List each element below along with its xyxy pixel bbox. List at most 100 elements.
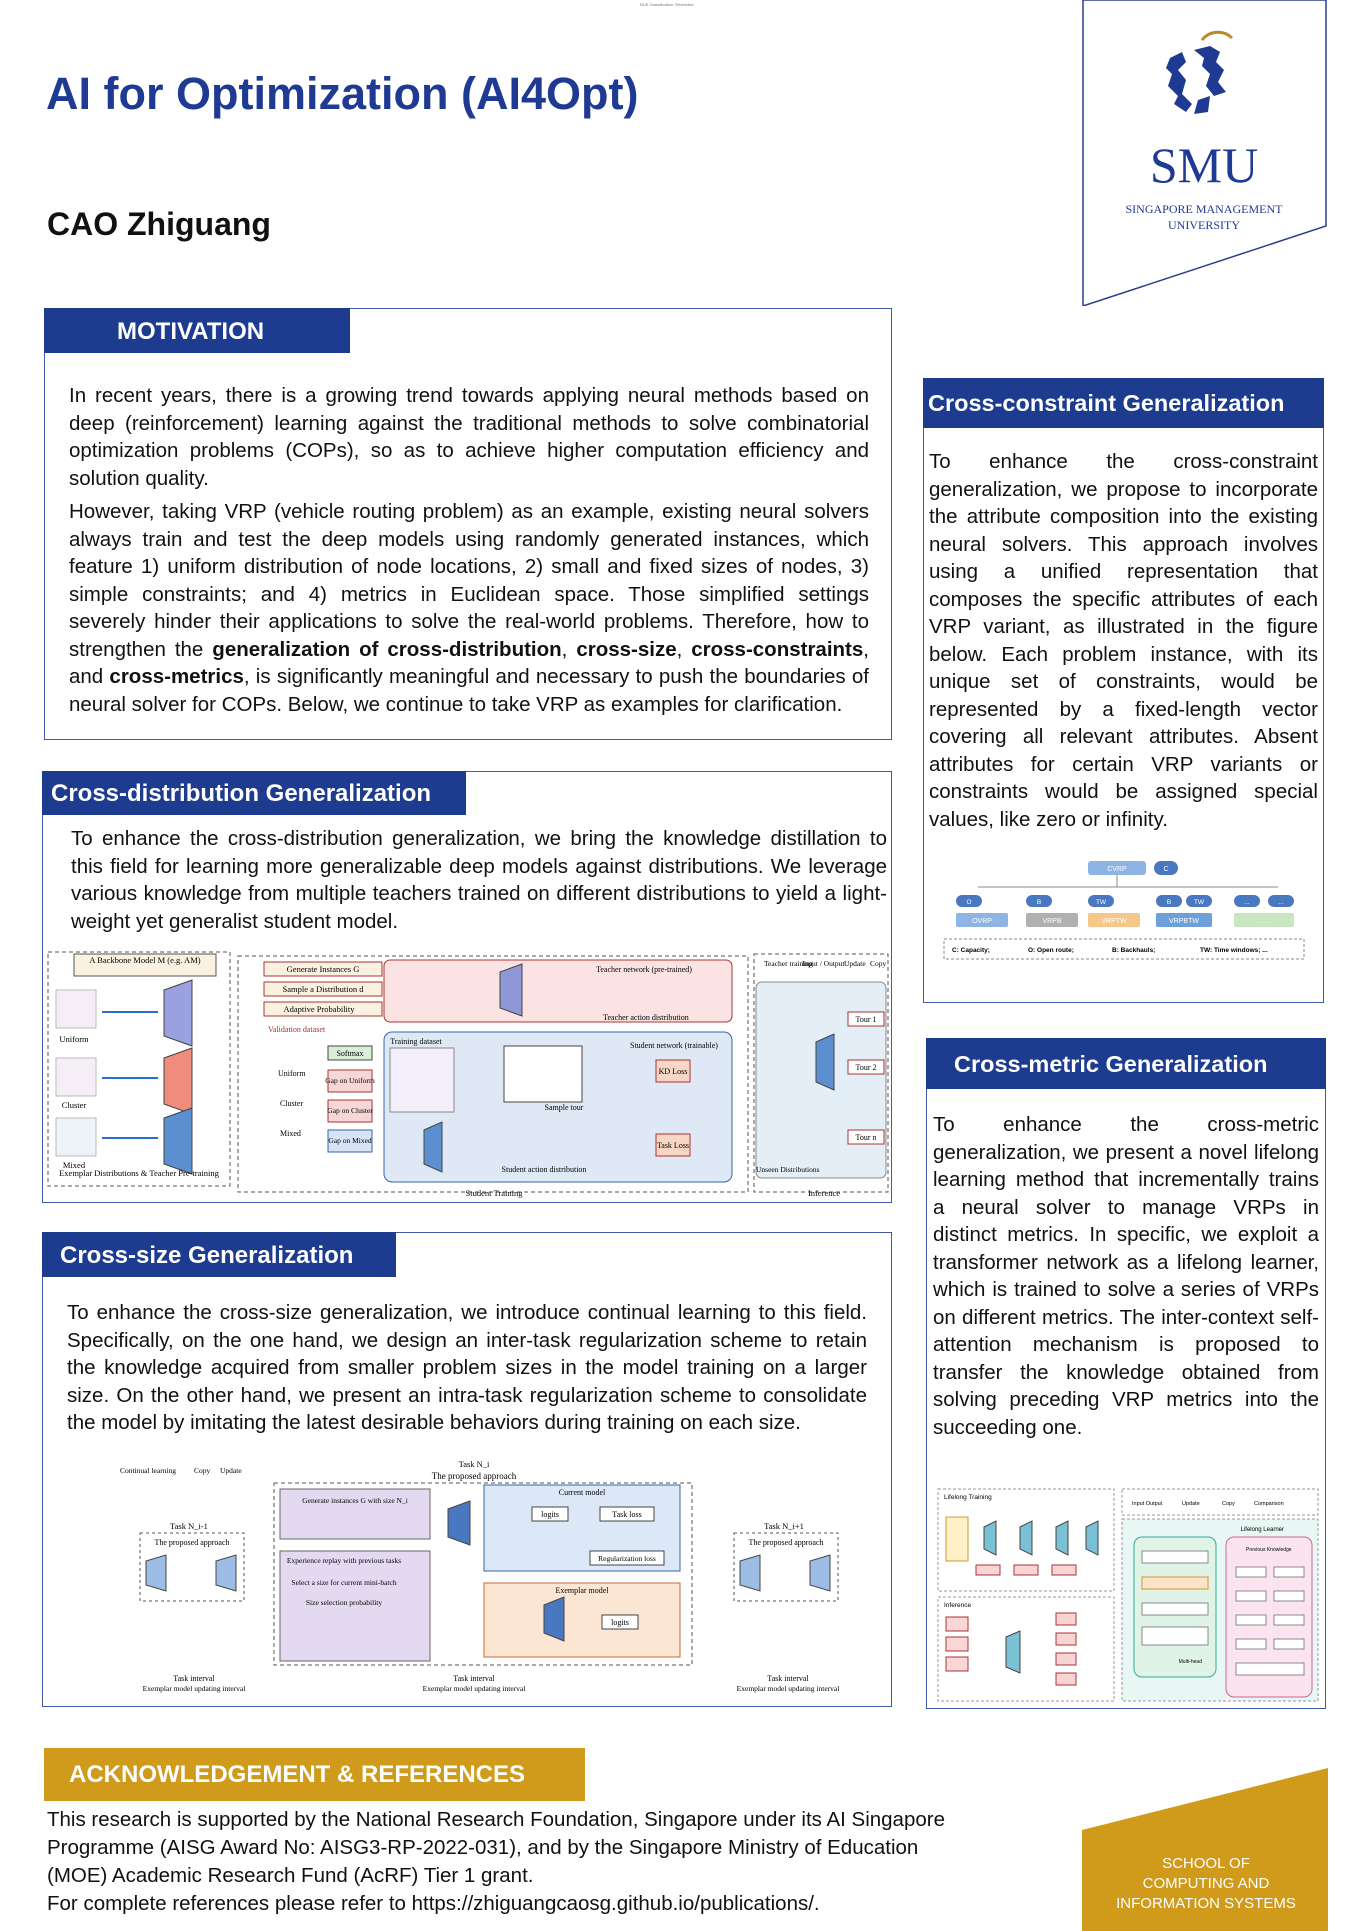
motivation-paragraph-2: However, taking VRP (vehicle routing pro… [69,500,869,716]
multi-head-label: Multi-head [1179,1659,1203,1665]
panel-lifelong-training: Lifelong Training [944,1494,992,1501]
left-row-uniform: Uniform [59,1034,89,1044]
cross-distribution-heading: Cross-distribution Generalization [42,771,466,815]
interval-left: Task interval [173,1674,215,1683]
cross-metric-section: Cross-metric Generalization To enhance t… [926,1038,1326,1709]
legend-teacher: Teacher training [764,959,813,968]
gen-instances: Generate instances G with size N_i [302,1496,408,1505]
student-action: Student action distribution [502,1165,587,1174]
attr-more2: ... [1278,899,1284,906]
kd-loss: KD Loss [659,1067,688,1076]
val-uniform: Uniform [278,1069,306,1078]
ack-line-1: This research is supported by the Nation… [47,1808,945,1831]
attr-tw: TW [1096,899,1107,906]
task-prev: Task N_i-1 [170,1521,208,1531]
school-badge: SCHOOL OF COMPUTING AND INFORMATION SYST… [1082,1768,1328,1931]
legend-backhauls: B: Backhauls; [1112,947,1155,954]
training-dataset: Training dataset [390,1037,442,1046]
unseen-distributions: Unseen Distributions [756,1165,820,1174]
classification-note: NUS Classification: Restricted [640,2,694,7]
legend-capacity: C: Capacity; [952,947,990,954]
school-line-2: COMPUTING AND [1143,1875,1270,1892]
cross-constraint-text: To enhance the cross-constraint generali… [929,450,1318,831]
cs-legend-cl: Continual learning [120,1466,176,1475]
logo-smu-text: SMU [1150,137,1258,193]
proposed-approach: The proposed approach [432,1471,517,1481]
acknowledgement-text: This research is supported by the Nation… [47,1806,1057,1918]
val-mixed: Mixed [280,1129,301,1138]
backbone-title: A Backbone Model M (e.g. AM) [89,955,200,965]
cross-size-heading: Cross-size Generalization [42,1232,396,1277]
lifelong-learner-label: Lifelong Learner [1241,1527,1284,1533]
legend-comparison: Comparison [1254,1501,1284,1507]
cross-size-figure: Continual learning Copy Update Task N_i … [44,1459,890,1705]
teacher-action: Teacher action distribution [603,1013,689,1022]
step-generate: Generate Instances G [287,964,360,974]
logits-current: logits [541,1510,559,1519]
legend-copy: Copy [870,959,887,968]
step-sample: Sample a Distribution d [283,984,365,994]
current-model: Current model [559,1488,606,1497]
cross-size-text: To enhance the cross-size generalization… [67,1301,867,1434]
motivation-paragraph-1: In recent years, there is a growing tren… [69,384,869,490]
interval-right-sub: Exemplar model updating interval [737,1684,840,1693]
legend-copy: Copy [1222,1501,1235,1507]
root-cvrp: CVRP [1107,866,1127,873]
lion-icon [1166,30,1234,114]
task-loss: Task Loss [657,1141,689,1150]
cross-metric-heading: Cross-metric Generalization [926,1038,1326,1089]
tour-1: Tour 1 [856,1015,877,1024]
interval-right: Task interval [767,1674,809,1683]
student-network: Student network (trainable) [630,1041,718,1050]
size-selection: Size selection probability [306,1598,382,1607]
task-next: Task N_i+1 [764,1521,804,1531]
select-size: Select a size for current mini-batch [291,1578,396,1587]
sample-tour: Sample tour [545,1103,584,1112]
motivation-section: MOTIVATION In recent years, there is a g… [44,308,892,740]
validation-label: Validation dataset [268,1025,326,1034]
reg-loss-box: Regularization loss [598,1554,656,1563]
cross-distribution-figure: A Backbone Model M (e.g. AM) Uniform Clu… [44,950,890,1200]
cross-distribution-section: Cross-distribution Generalization To enh… [42,771,892,1203]
interval-mid: Task interval [453,1674,495,1683]
ack-line-2: Programme (AISG Award No: AISG3-RP-2022-… [47,1836,919,1859]
lifelong-learning-figure: Lifelong Training Inference Input Output… [936,1487,1320,1703]
student-caption: Student Training [466,1188,524,1198]
left-row-cluster: Cluster [62,1100,87,1110]
legend-open: O: Open route; [1028,947,1074,954]
motivation-heading: MOTIVATION [44,308,350,353]
school-line-1: SCHOOL OF [1162,1855,1250,1872]
left-caption: Exemplar Distributions & Teacher Pre-tra… [59,1168,220,1178]
cs-legend-copy: Copy [194,1466,211,1475]
variant-vrpb: VRPB [1042,918,1061,925]
variant-vrptw: VRPTW [1101,918,1127,925]
tour-n: Tour n [856,1133,877,1142]
legend-tw: TW: Time windows; ... [1200,947,1268,954]
gap-uniform: Gap on Uniform [325,1076,375,1085]
exemplar-model: Exemplar model [555,1586,609,1595]
attr-more1: ... [1244,899,1250,906]
task-loss-box: Task loss [612,1510,641,1519]
task-current: Task N_i [459,1459,490,1469]
inference-caption: Inference [808,1188,840,1198]
cross-metric-text: To enhance the cross-metric generalizati… [933,1113,1319,1439]
panel-inference: Inference [944,1602,971,1609]
attr-o: O [966,899,971,906]
root-attr-c: C [1163,866,1168,873]
school-line-3: INFORMATION SYSTEMS [1116,1895,1296,1912]
legend-update: Update [1182,1501,1200,1507]
softmax-box: Softmax [336,1049,363,1058]
acknowledgement-heading: ACKNOWLEDGEMENT & REFERENCES [44,1748,585,1801]
attr-b2: B [1167,899,1171,906]
interval-left-sub: Exemplar model updating interval [143,1684,246,1693]
legend-io: Input / Output [802,959,845,968]
step-adaptive: Adaptive Probability [283,1004,355,1014]
ack-line-3: (MOE) Academic Research Fund (AcRF) Tier… [47,1864,534,1887]
legend-update: Update [844,959,866,968]
variant-vrpbtw: VRPBTW [1169,918,1199,925]
variant-more: ... [1261,918,1267,925]
gap-cluster: Gap on Cluster [327,1106,373,1115]
poster-title: AI for Optimization (AI4Opt) [46,68,639,119]
logo-line1: SINGAPORE MANAGEMENT [1125,202,1283,216]
cross-distribution-text: To enhance the cross-distribution genera… [71,827,887,933]
